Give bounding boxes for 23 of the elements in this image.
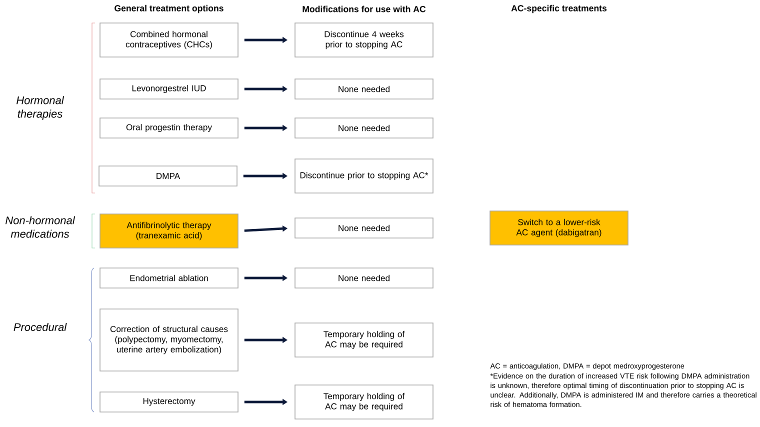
column-heading: Modifications for use with AC [302,6,426,12]
column-heading: General treatment options [114,4,224,14]
column-heading: AC-specific treatments [511,4,607,14]
treatment-box: Discontinue prior to stopping AC* [294,158,434,194]
group-label: Procedural [14,322,67,332]
treatment-box: Temporary holding of AC may be required [294,322,434,358]
treatment-box: None needed [294,268,434,288]
treatment-box: DMPA [98,166,238,186]
treatment-box: Oral progestin therapy [100,118,238,138]
treatment-box: Endometrial ablation [100,268,238,288]
group-label: Hormonal therapies [16,96,64,120]
treatment-box: None needed [294,118,434,138]
treatment-box: Discontinue 4 weeks prior to stopping AC [294,22,434,58]
treatment-box: None needed [294,78,434,100]
treatment-box: None needed [294,218,434,238]
treatment-box: Hysterectomy [100,392,238,412]
highlighted-box: Antifibrinolytic therapy (tranexamic acid) [100,214,238,248]
treatment-box: Levonorgestrel IUD [100,78,238,100]
treatment-box: Temporary holding of AC may be required [294,384,434,420]
treatment-box: Combined hormonal contraceptives (CHCs) [100,22,238,58]
highlighted-box: Switch to a lower-risk AC agent (dabigatran) [490,210,628,246]
treatment-box: Correction of structural causes (polypectomy, myomectomy, uterine artery embolization) [100,308,238,372]
group-label: Non-hormonal medications [6,216,76,238]
